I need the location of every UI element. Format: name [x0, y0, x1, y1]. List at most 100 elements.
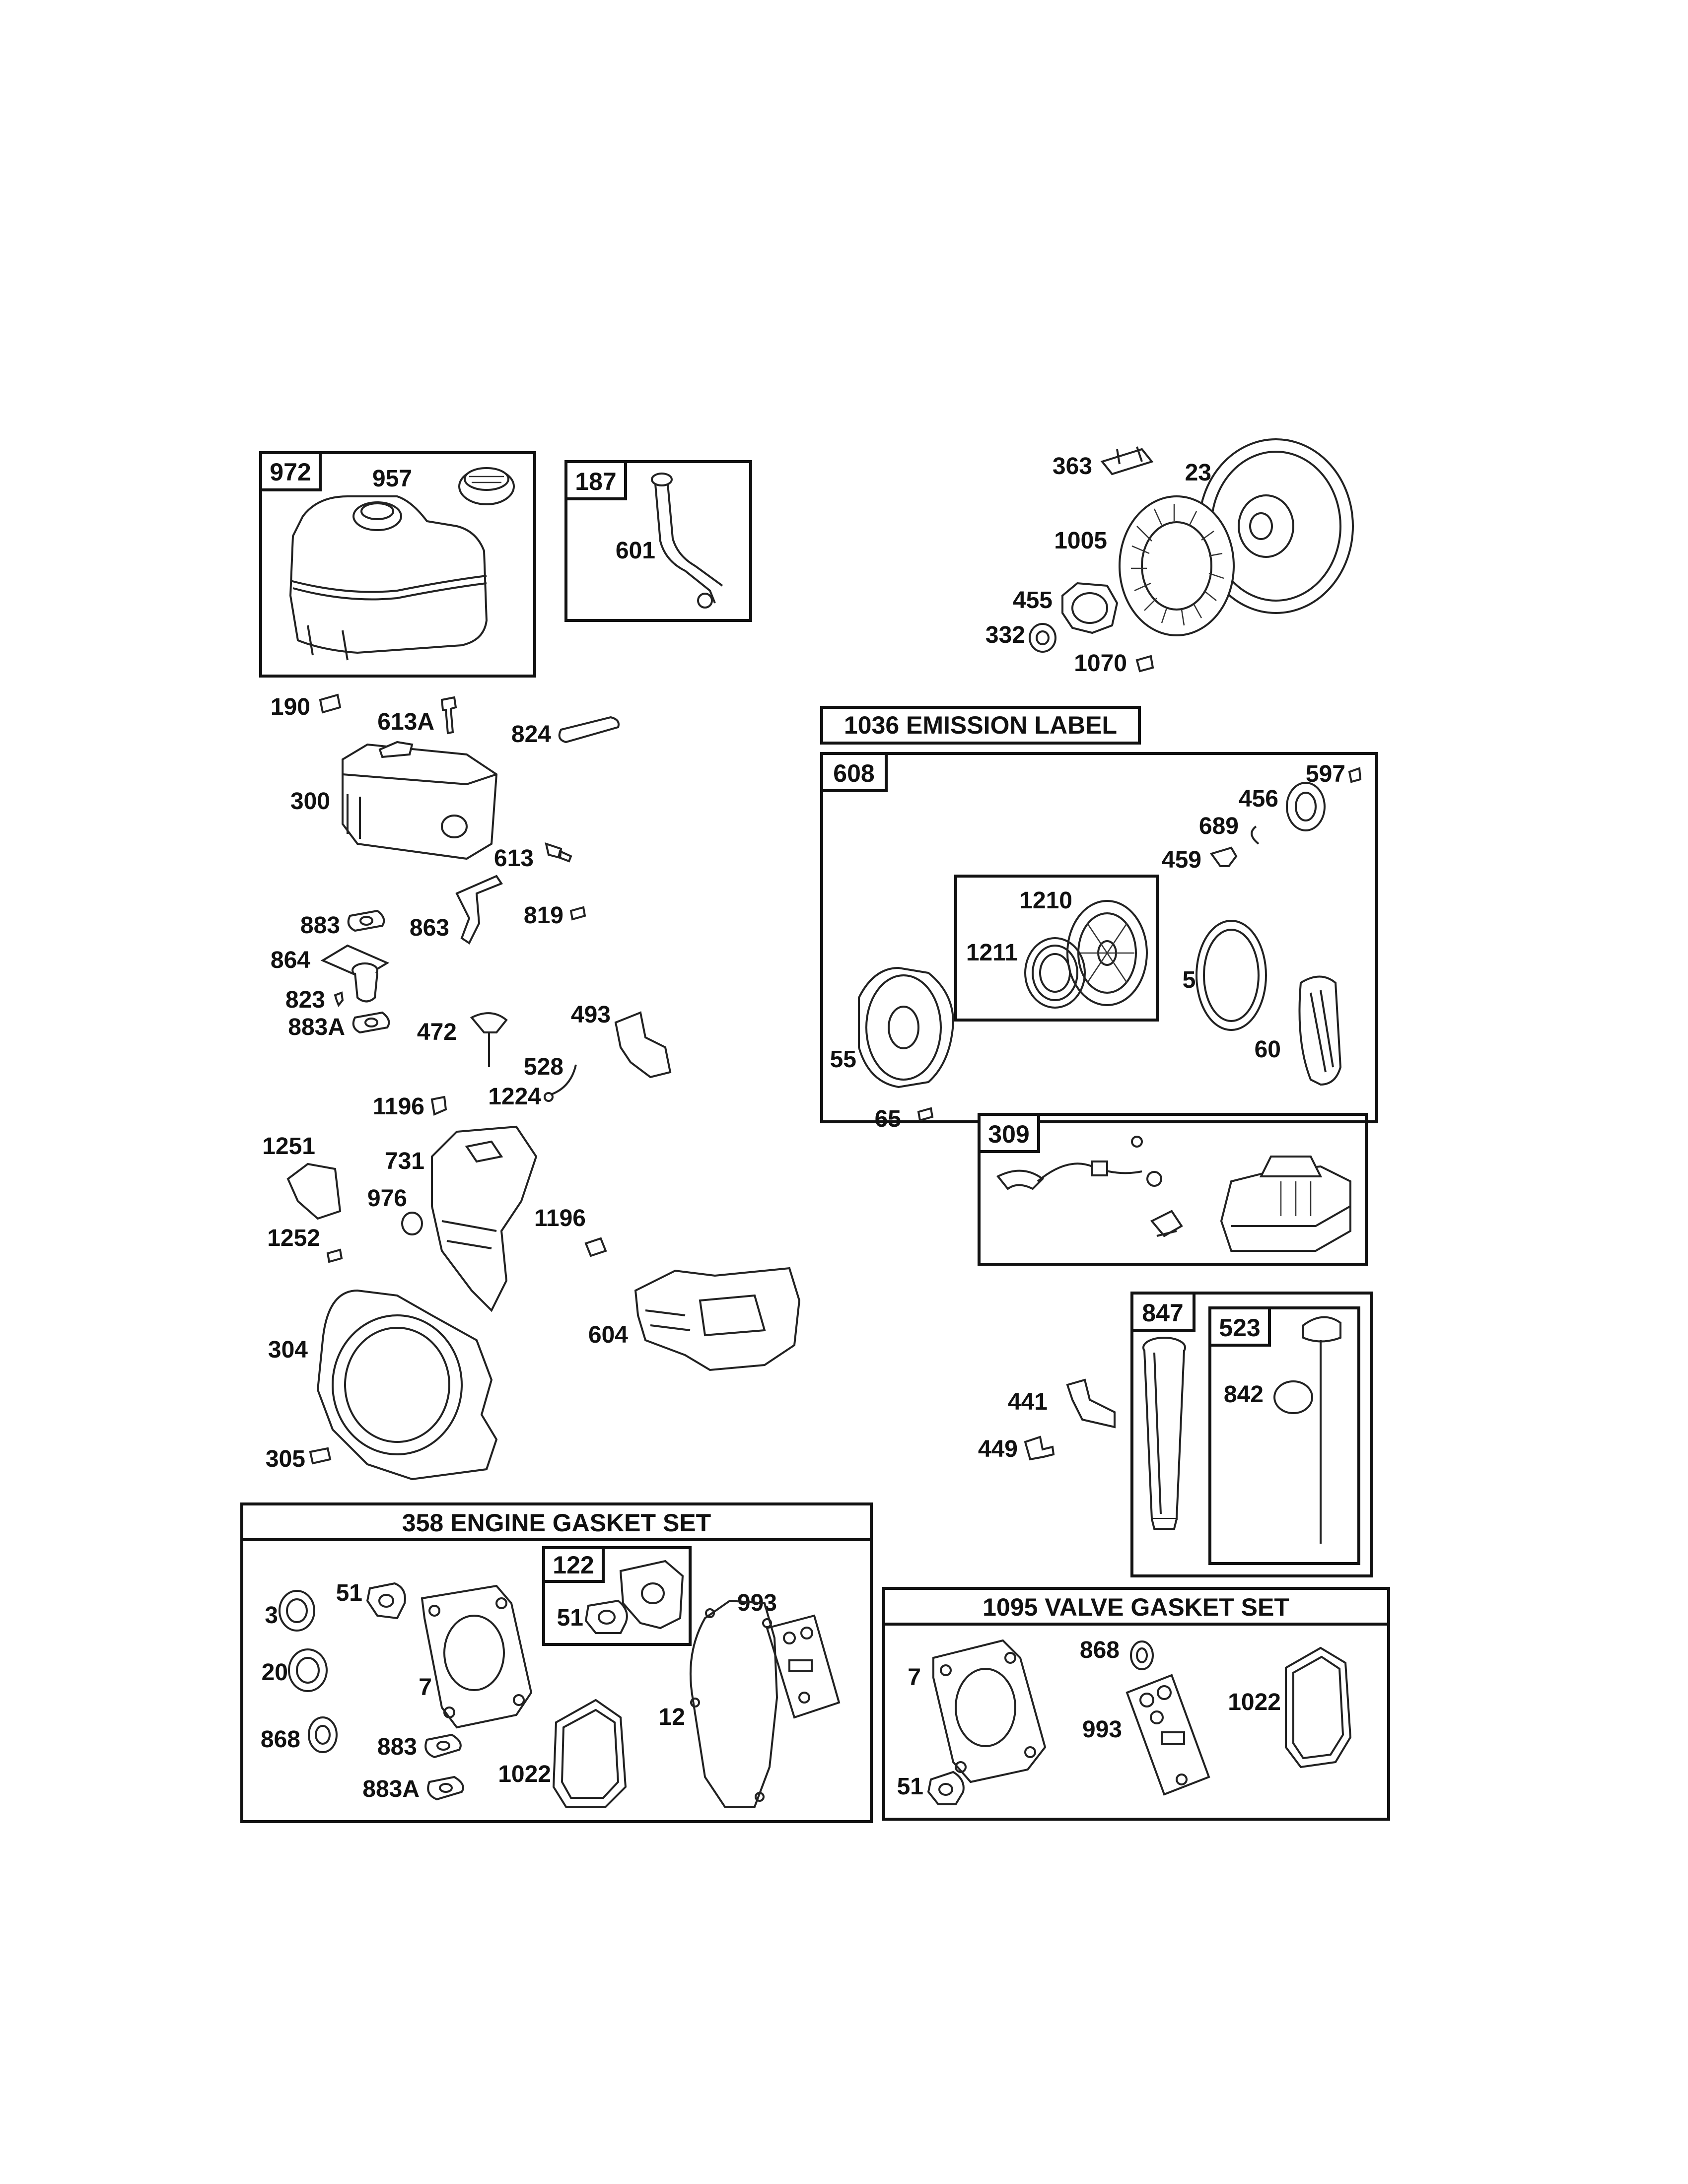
label-65: 65 — [875, 1106, 901, 1132]
choke-group: 472 493 528 1224 1196 — [373, 1002, 672, 1120]
starter-pulley-box — [954, 875, 1159, 1022]
dipstick-box — [1208, 1306, 1360, 1565]
flywheel — [1198, 438, 1354, 614]
flywheel-group: 363 23 1005 455 332 1070 — [985, 438, 1354, 677]
ignition-ref: 309 — [988, 1120, 1029, 1148]
label-528: 528 — [524, 1054, 563, 1080]
label-23: 23 — [1185, 460, 1211, 486]
ignition-box: 309 — [978, 1113, 1368, 1266]
label-493: 493 — [571, 1002, 611, 1028]
label-863: 863 — [410, 915, 449, 941]
starter-pulley — [1066, 900, 1148, 1006]
emission-label-box: 1036 EMISSION LABEL — [820, 706, 1141, 745]
gasket-label-1022: 1022 — [498, 1761, 551, 1787]
starter-cup — [1061, 582, 1119, 634]
label-449: 449 — [978, 1436, 1018, 1462]
air-guide — [431, 1125, 538, 1312]
gasket-label-7: 7 — [419, 1674, 432, 1701]
label-819: 819 — [524, 902, 563, 929]
label-441: 441 — [1008, 1389, 1048, 1415]
label-304: 304 — [268, 1337, 308, 1363]
gasket-kit-box — [542, 1546, 692, 1646]
gasket-label-883: 883 — [377, 1734, 417, 1760]
label-1070: 1070 — [1074, 650, 1127, 677]
label-883A: 883A — [288, 1014, 345, 1040]
valve-gasket-set-box: 1095 VALVE GASKET SET 7 868 993 1022 51 — [882, 1587, 1390, 1821]
blower-housing — [316, 1289, 498, 1481]
label-1196-a: 1196 — [373, 1093, 424, 1120]
valve-label-1022: 1022 — [1228, 1689, 1281, 1715]
label-1251: 1251 — [262, 1133, 315, 1160]
gasket-label-51-a: 51 — [336, 1580, 362, 1606]
blower-housing-group: 1251 731 976 1196 1252 604 304 305 — [262, 1125, 801, 1481]
label-731: 731 — [385, 1148, 424, 1174]
label-455: 455 — [1013, 587, 1053, 614]
gasket-label-12: 12 — [659, 1704, 685, 1730]
valve-label-868: 868 — [1080, 1637, 1120, 1663]
label-976: 976 — [367, 1185, 407, 1212]
spark-arrester — [320, 944, 390, 1003]
fuel-line-ref: 187 — [575, 468, 616, 495]
gasket-label-51-b: 51 — [557, 1605, 583, 1631]
engine-gasket-set-box: 358 ENGINE GASKET SET 3 51 7 122 51 993 … — [240, 1502, 873, 1823]
fuel-tank-drawing — [289, 495, 488, 661]
label-1211: 1211 — [966, 940, 1018, 966]
gasket-label-20: 20 — [262, 1659, 288, 1686]
gasket-kit-ref: 122 — [553, 1551, 594, 1579]
valve-breather-gasket — [1125, 1674, 1210, 1796]
label-456: 456 — [1239, 786, 1278, 812]
label-601: 601 — [616, 538, 655, 564]
emission-label-title: 1036 EMISSION LABEL — [844, 711, 1117, 739]
control-bracket — [634, 1267, 801, 1371]
label-824: 824 — [511, 721, 551, 748]
label-459: 459 — [1162, 847, 1201, 873]
tube-bracket — [1066, 1378, 1116, 1429]
label-332: 332 — [985, 622, 1025, 648]
dipstick — [1302, 1316, 1341, 1544]
o-ring — [1273, 1380, 1313, 1414]
label-1005: 1005 — [1054, 528, 1107, 554]
valve-label-7: 7 — [908, 1664, 921, 1691]
label-842: 842 — [1224, 1381, 1264, 1408]
gasket-label-883A: 883A — [362, 1776, 420, 1802]
valve-label-51: 51 — [897, 1774, 923, 1800]
label-300: 300 — [290, 788, 330, 815]
label-1224: 1224 — [488, 1084, 541, 1110]
gasket-label-868: 868 — [261, 1726, 300, 1753]
dipstick-ref: 523 — [1219, 1314, 1260, 1342]
dipstick-tube — [1142, 1337, 1186, 1530]
starter-handle — [1298, 975, 1342, 1086]
label-472: 472 — [417, 1019, 457, 1045]
label-190: 190 — [271, 694, 310, 720]
label-613: 613 — [494, 845, 534, 872]
fuel-tank-ref: 972 — [270, 458, 311, 486]
fan — [1119, 495, 1235, 636]
valve-gasket-set-title: 1095 VALVE GASKET SET — [983, 1593, 1289, 1621]
starter-handle-knob — [1286, 782, 1326, 831]
recoil-spring — [1024, 937, 1086, 1009]
dipstick-tube-box: 847 523 842 — [1130, 1292, 1373, 1577]
valve-label-993: 993 — [1082, 1716, 1122, 1743]
flywheel-nut — [1029, 623, 1056, 653]
label-883: 883 — [300, 912, 340, 939]
label-823: 823 — [285, 987, 325, 1013]
breather-gasket — [766, 1614, 841, 1719]
fuel-cap — [458, 467, 515, 505]
label-305: 305 — [266, 1446, 305, 1472]
label-55: 55 — [830, 1046, 856, 1073]
valve-head-gasket — [932, 1639, 1047, 1783]
label-689: 689 — [1199, 813, 1239, 839]
muffler — [342, 741, 498, 860]
label-60: 60 — [1255, 1036, 1281, 1063]
starter-housing — [858, 966, 955, 1089]
engine-gasket-set-title: 358 ENGINE GASKET SET — [402, 1509, 711, 1537]
label-864: 864 — [271, 947, 310, 973]
label-604: 604 — [588, 1322, 628, 1348]
rewind-starter-box: 608 597 456 689 459 1210 1211 58 55 — [820, 752, 1378, 1123]
valve-cover-gasket — [552, 1699, 627, 1808]
label-1252: 1252 — [267, 1225, 320, 1251]
label-597: 597 — [1306, 761, 1345, 787]
fuel-tank-box: 972 957 — [259, 451, 536, 678]
